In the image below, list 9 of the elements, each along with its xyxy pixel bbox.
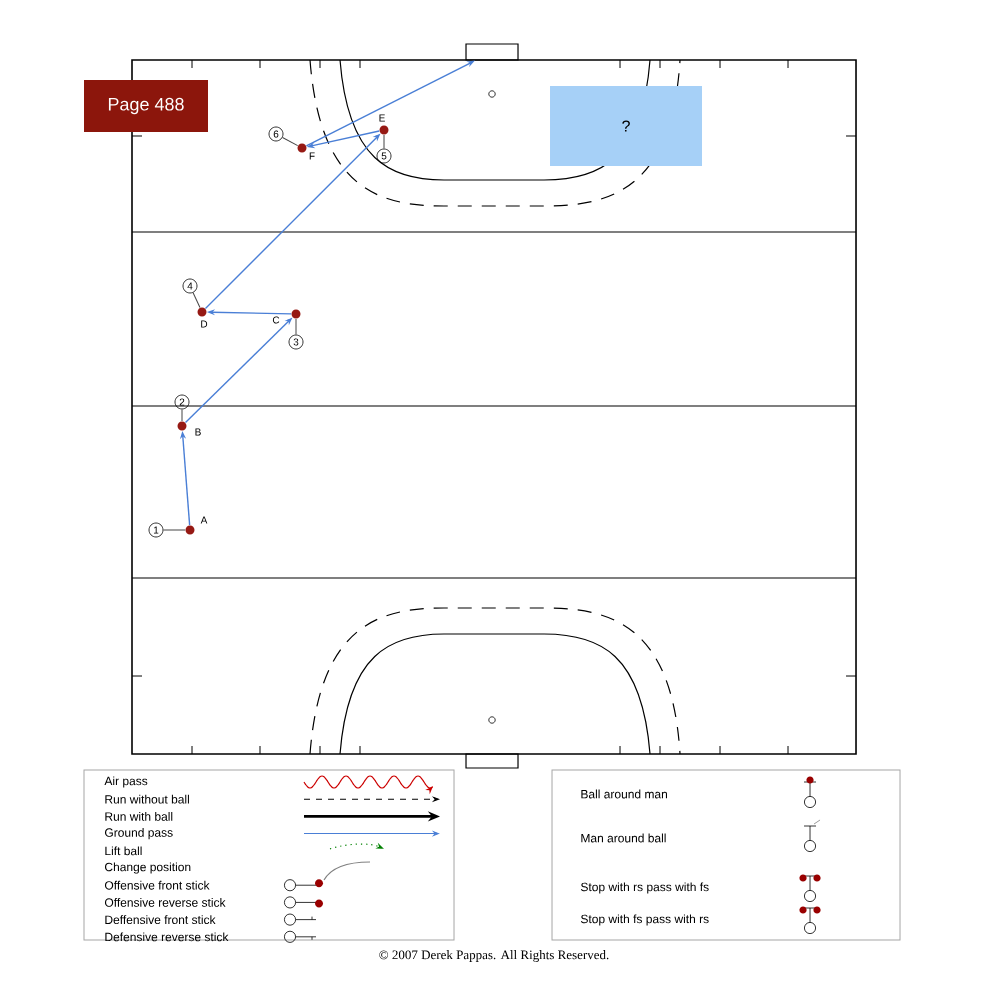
page-label: Page 488 bbox=[84, 80, 208, 132]
question-box: ? bbox=[550, 86, 702, 166]
goal-box bbox=[465, 43, 519, 61]
stick-line bbox=[192, 292, 201, 309]
stick-line bbox=[162, 529, 186, 531]
stick-line bbox=[295, 318, 297, 336]
stick-line bbox=[181, 408, 183, 422]
stick-line bbox=[383, 134, 385, 150]
stick-line bbox=[282, 137, 299, 147]
